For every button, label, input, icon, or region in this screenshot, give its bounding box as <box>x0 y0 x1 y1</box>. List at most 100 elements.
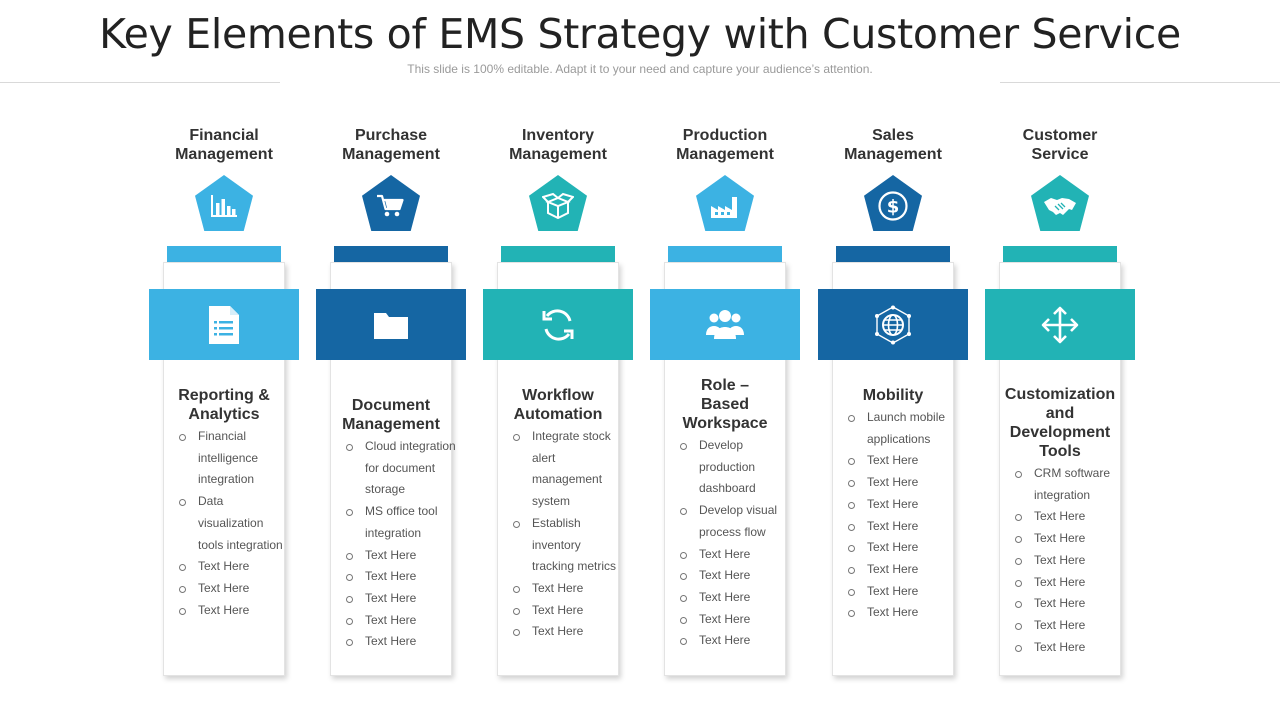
team-icon <box>705 309 745 341</box>
bullet-item: Develop production dashboard <box>680 435 792 500</box>
bullet-item: Text Here <box>680 587 792 609</box>
card-cap <box>501 246 615 262</box>
bullet-item: Text Here <box>346 545 458 567</box>
card-title: Reporting &Analytics <box>149 386 299 424</box>
bullet-item: Text Here <box>1015 528 1127 550</box>
bullet-item: Develop visual process flow <box>680 500 792 543</box>
header-rule-left <box>0 82 280 83</box>
bullet-item: Text Here <box>346 566 458 588</box>
bullet-item: Cloud integration for document storage <box>346 436 458 501</box>
card-band <box>650 289 800 360</box>
column-heading: Customer Service <box>1022 127 1098 163</box>
header-rule-right <box>1000 82 1280 83</box>
svg-text:$: $ <box>887 196 900 217</box>
bullet-item: Text Here <box>1015 506 1127 528</box>
bullet-item: Text Here <box>1015 572 1127 594</box>
card-title-line: Management <box>342 416 440 433</box>
bullet-item: Text Here <box>513 621 625 643</box>
bullet-item: Text Here <box>346 631 458 653</box>
column-heading: Financial Management <box>175 127 273 163</box>
card-title-line: Document <box>351 397 431 414</box>
bullet-item: Text Here <box>848 494 960 516</box>
card-cap <box>334 246 448 262</box>
bullet-item: Text Here <box>1015 550 1127 572</box>
dollar-coin-icon: $ <box>864 175 922 231</box>
bullet-item: Text Here <box>848 559 960 581</box>
open-box-icon <box>529 175 587 231</box>
bullet-item: Data visualization tools integration <box>179 491 291 556</box>
bullet-item: Establish inventory tracking metrics <box>513 513 625 578</box>
card-band <box>316 289 466 360</box>
bullet-item: Text Here <box>848 450 960 472</box>
bullet-item: Text Here <box>848 537 960 559</box>
bullet-item: Text Here <box>680 609 792 631</box>
card-title-line: Based <box>700 396 750 413</box>
card-title-line: Reporting & <box>178 387 270 404</box>
slide-title: Key Elements of EMS Strategy with Custom… <box>99 10 1181 58</box>
card-cap <box>1003 246 1117 262</box>
bullet-item: Text Here <box>179 556 291 578</box>
card-cap <box>836 246 950 262</box>
card-cap <box>668 246 782 262</box>
card-band <box>818 289 968 360</box>
card-title: Mobility <box>818 386 968 405</box>
bullet-item: MS office tool integration <box>346 501 458 544</box>
bullet-item: CRM software integration <box>1015 463 1127 506</box>
card-title-line: Workspace <box>682 415 768 432</box>
bullet-item: Text Here <box>848 472 960 494</box>
bullet-item: Text Here <box>513 600 625 622</box>
bullet-item: Text Here <box>848 581 960 603</box>
refresh-icon <box>539 306 577 344</box>
bullet-item: Text Here <box>1015 637 1127 659</box>
column-heading: Purchase Management <box>342 127 440 163</box>
card-cap <box>167 246 281 262</box>
column-heading: Sales Management <box>844 127 942 163</box>
card-title-line: Development <box>1009 424 1111 441</box>
bullet-item: Text Here <box>848 602 960 624</box>
slide-subtitle: This slide is 100% editable. Adapt it to… <box>407 62 873 76</box>
folder-icon <box>373 310 409 340</box>
bullet-item: Text Here <box>680 544 792 566</box>
card-band <box>149 289 299 360</box>
card-title-line: Role – <box>700 377 749 394</box>
move-arrows-icon <box>1040 305 1080 345</box>
bullet-item: Text Here <box>346 610 458 632</box>
column-heading: Inventory Management <box>509 127 607 163</box>
card-title-line: Automation <box>513 406 603 423</box>
bullet-item: Text Here <box>513 578 625 600</box>
bullet-item: Text Here <box>680 565 792 587</box>
bullet-item: Text Here <box>848 516 960 538</box>
card-title-line: Workflow <box>522 387 594 404</box>
shopping-cart-icon <box>362 175 420 231</box>
column-heading: Production Management <box>676 127 774 163</box>
bullet-item: Integrate stock alert management system <box>513 426 625 513</box>
card-title-line: and <box>1045 405 1075 422</box>
card-title-line: Customization <box>1004 386 1116 403</box>
document-icon <box>207 304 241 346</box>
bullet-item: Text Here <box>1015 615 1127 637</box>
bullet-item: Launch mobile applications <box>848 407 960 450</box>
card-band <box>985 289 1135 360</box>
bar-chart-icon <box>195 175 253 231</box>
card-title-line: Mobility <box>862 387 924 404</box>
bullet-item: Text Here <box>179 600 291 622</box>
handshake-icon <box>1031 175 1089 231</box>
bullet-item: Text Here <box>1015 593 1127 615</box>
bullet-item: Text Here <box>179 578 291 600</box>
